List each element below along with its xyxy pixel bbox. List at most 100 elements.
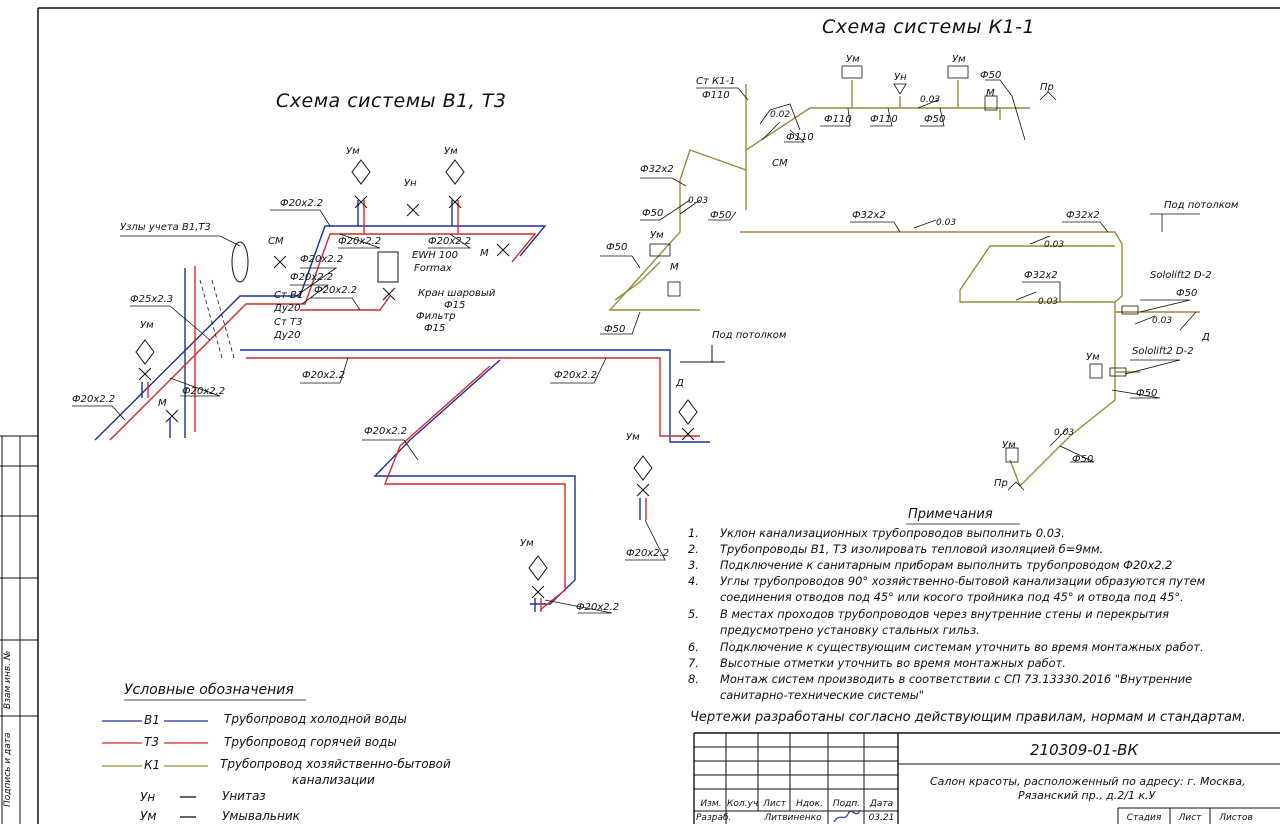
label-um: Ум	[952, 54, 966, 65]
label-f50: Ф50	[1072, 454, 1094, 465]
note-item: 8.Монтаж систем производить в соответств…	[688, 672, 1193, 686]
doc-description: Рязанский пр., д.2/1 к.У	[1018, 789, 1156, 802]
tb-col-izm: Изм.	[700, 799, 722, 809]
tb-col-list: Лист	[763, 799, 786, 809]
label-m: М	[670, 262, 679, 273]
legend-text: Умывальник	[222, 809, 300, 823]
label-sololift: Sololift2 D-2	[1132, 346, 1194, 357]
sheet-frame	[0, 7, 1280, 824]
label-slope: 0.03	[920, 95, 941, 105]
label-m: М	[480, 248, 489, 259]
label-f110: Ф110	[702, 90, 730, 101]
label-ct-t3: Ст Т3	[274, 317, 303, 328]
note-item-continued: соединения отводов под 45° или косого тр…	[720, 590, 1184, 604]
label-pr: Пр	[994, 478, 1008, 489]
sewer-left	[608, 149, 747, 311]
label-f110: Ф110	[786, 132, 814, 143]
label-pr: Пр	[1040, 82, 1054, 93]
legend-text: Трубопровод холодной воды	[224, 712, 407, 726]
hot-pipe-lower	[246, 357, 700, 437]
legend-lines	[102, 699, 306, 818]
label-slope: 0.03	[936, 218, 957, 228]
label-ct-k1: Ст К1-1	[696, 76, 736, 87]
note-item: 5.В местах проходов трубопроводов через …	[688, 607, 1169, 621]
doc-description: Салон красоты, расположенный по адресу: …	[930, 775, 1246, 788]
label-f32: Ф32x2	[1066, 210, 1100, 221]
label-un: Ун	[404, 178, 417, 189]
label-ewh: EWH 100	[412, 250, 458, 261]
k1-annotations	[600, 65, 1200, 491]
signature-mark	[833, 809, 861, 823]
legend-text-continued: канализации	[292, 773, 375, 787]
label-um: Ум	[650, 230, 664, 241]
label-diameter: Ф20x2.2	[428, 236, 472, 247]
note-item: 3.Подключение к санитарным приборам выпо…	[688, 558, 1173, 572]
label-slope: 0.03	[1044, 240, 1065, 250]
label-f25: Ф25x2.3	[130, 294, 174, 305]
tb-col-podp: Подп.	[832, 799, 861, 809]
legend-code: Т3	[144, 735, 159, 749]
label-f50: Ф50	[1176, 288, 1198, 299]
label-f50: Ф50	[604, 324, 626, 335]
label-d: Д	[676, 378, 684, 389]
sewer-top	[745, 107, 1030, 151]
stamp-vzam: Взам инв. №	[3, 650, 13, 709]
legend-heading: Условные обозначения	[124, 682, 294, 698]
title-k1: Схема системы К1-1	[822, 16, 1036, 38]
fixtures-b1t3	[135, 159, 698, 599]
note-item: 2.Трубопроводы В1, Т3 изолировать теплов…	[688, 542, 1104, 556]
label-f50: Ф50	[642, 208, 664, 219]
k1-diagram	[608, 80, 1200, 487]
label-um: Ум	[626, 432, 640, 443]
legend-text: Унитаз	[222, 789, 266, 803]
leaders-b1t3	[72, 209, 666, 614]
label-ceiling: Под потолком	[1164, 200, 1239, 211]
legend-code: К1	[144, 758, 161, 772]
tb-col-list2: Лист	[1178, 813, 1202, 823]
label-f50: Ф50	[710, 210, 732, 221]
tb-col-stadiya: Стадия	[1126, 813, 1162, 823]
legend-text: Трубопровод хозяйственно-бытовой	[220, 757, 451, 771]
legend-code: В1	[144, 713, 160, 727]
sewer-right	[1019, 302, 1116, 487]
label-filter: Фильтр	[416, 311, 456, 322]
label-slope: 0.03	[1152, 316, 1173, 326]
water-heater	[377, 251, 399, 283]
label-diameter: Ф20x2.2	[576, 602, 620, 613]
ceiling-marker-1	[680, 345, 725, 363]
stamp-podp-data: Подпись и дата	[3, 732, 13, 807]
note-item: 6.Подключение к существующим системам ут…	[688, 640, 1204, 654]
label-ceiling: Под потолком	[712, 330, 787, 341]
label-f15: Ф15	[424, 323, 446, 334]
label-cm: СМ	[268, 236, 284, 247]
hot-to-heater	[300, 295, 391, 311]
label-diameter: Ф20x2.2	[338, 236, 382, 247]
label-slope: 0.03	[1038, 297, 1059, 307]
tb-razrab-date: 03.21	[868, 813, 895, 823]
legend-text: Трубопровод горячей воды	[224, 735, 397, 749]
tb-razrab-name: Литвиненко	[764, 813, 822, 823]
label-nodes: Узлы учета В1,Т3	[120, 222, 211, 233]
tb-col-listov: Листов	[1219, 813, 1253, 823]
label-diameter: Ф20x2.2	[280, 198, 324, 209]
label-un: Ун	[894, 72, 907, 83]
label-ct-b1: Ст В1	[274, 290, 304, 301]
tb-col-ndok: Ндок.	[796, 799, 823, 809]
note-item: 4.Углы трубопроводов 90° хозяйственно-бы…	[688, 574, 1206, 588]
title-block-grid	[693, 732, 1280, 824]
label-diameter: Ф20x2.2	[314, 285, 358, 296]
label-slope: 0.03	[688, 196, 709, 206]
label-ewh-model: Formax	[414, 263, 452, 274]
label-cm: СМ	[772, 158, 788, 169]
label-slope: 0.03	[1054, 428, 1075, 438]
legend-code: Ун	[140, 790, 156, 804]
note-item-continued: санитарно-технические системы"	[720, 688, 925, 702]
cold-pipe-zigzag	[373, 359, 576, 605]
label-diameter: Ф20x2.2	[554, 370, 598, 381]
label-f32: Ф32x2	[1024, 270, 1058, 281]
label-f50: Ф50	[924, 114, 946, 125]
label-f32: Ф32x2	[852, 210, 886, 221]
label-slope: 0.02	[770, 110, 791, 120]
label-sololift: Sololift2 D-2	[1150, 270, 1212, 281]
